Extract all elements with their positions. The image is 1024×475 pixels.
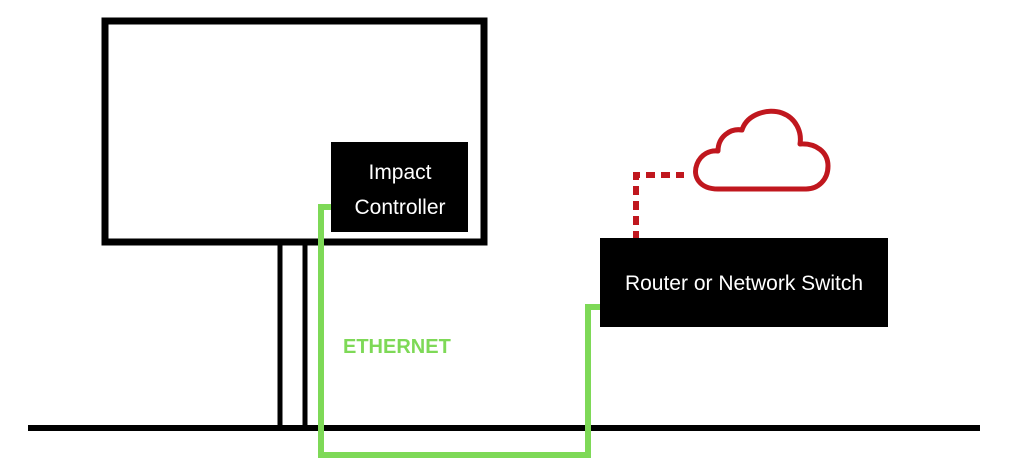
router-or-switch: Router or Network Switch bbox=[600, 238, 888, 327]
ethernet-label: ETHERNET bbox=[343, 336, 451, 358]
impact-controller-label-line1: Impact bbox=[368, 161, 431, 184]
impact-controller-box bbox=[331, 142, 468, 232]
router-box bbox=[600, 238, 888, 327]
ethernet-cable bbox=[318, 204, 601, 458]
impact-controller: Impact Controller bbox=[331, 142, 468, 232]
router-label: Router or Network Switch bbox=[625, 272, 863, 295]
cloud-icon bbox=[693, 108, 831, 192]
impact-controller-label-line2: Controller bbox=[354, 196, 445, 219]
internet-link bbox=[633, 172, 684, 240]
